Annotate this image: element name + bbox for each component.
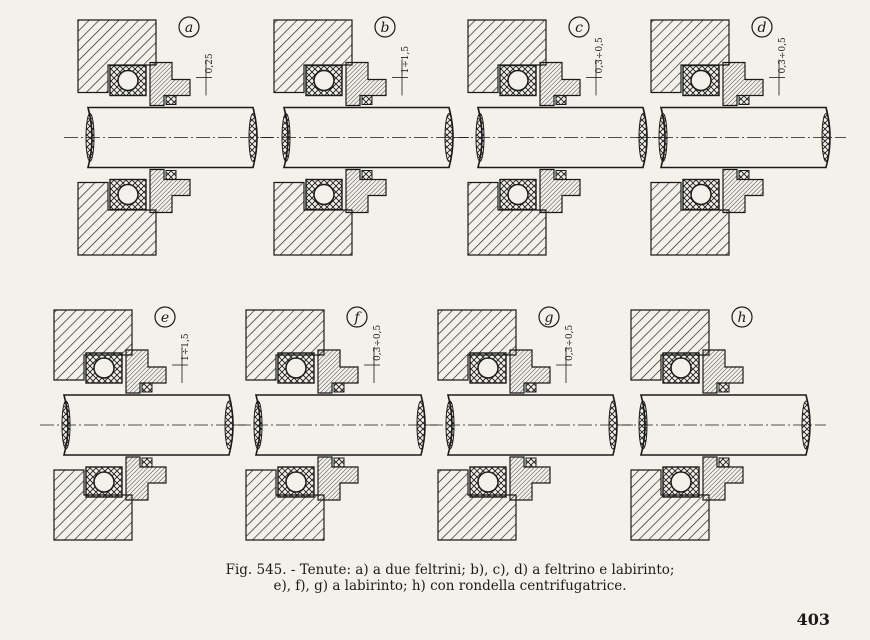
felt-top [333, 382, 345, 393]
bearing-top-ball [285, 357, 307, 379]
bearing-bottom-ball [477, 471, 499, 493]
felt-bottom [361, 170, 373, 180]
panel-e: e 1÷1,5 [40, 306, 249, 541]
felt-bottom [165, 170, 177, 180]
felt-top [361, 95, 373, 105]
seal-cover-bottom [125, 456, 167, 501]
dim-label: 0,3÷0,5 [565, 325, 575, 361]
felt-bottom [718, 457, 730, 468]
bearing-top-ball [117, 69, 139, 92]
panel-letter-circle [568, 16, 590, 38]
seal-cover-top [702, 349, 744, 394]
panel-letter-circle [346, 306, 368, 328]
felt-bottom [555, 170, 567, 180]
panel-letter: g [545, 310, 554, 326]
panel-c: c 0,3÷0,5 [454, 16, 663, 256]
seal-cover-bottom [539, 168, 581, 214]
bearing-bottom-ball [285, 471, 307, 493]
panel-f: f 0,3÷0,5 [232, 306, 441, 541]
seal-drawings-figure: a 0,25 b 1÷1,5 c 0,3÷0,5 d 0,3÷0,5 e 1÷1,5 f 0,3÷0,… [40, 16, 846, 541]
panel-letter: f [353, 310, 362, 326]
felt-top [738, 95, 750, 105]
felt-bottom [525, 457, 537, 468]
seal-cover-bottom [317, 456, 359, 501]
dim-label: 0,25 [205, 53, 215, 73]
caption-line-1: Fig. 545. - Tenute: a) a due feltrini; b… [225, 562, 675, 578]
panel-letter-circle [751, 16, 773, 38]
felt-bottom [738, 170, 750, 180]
panel-letter-circle [154, 306, 176, 328]
panel-letter-circle [374, 16, 396, 38]
housing-top [630, 309, 710, 381]
felt-top [165, 95, 177, 105]
seal-cover-top [722, 61, 764, 107]
felt-top [141, 382, 153, 393]
bearing-bottom-ball [507, 183, 529, 206]
page-number: 403 [796, 610, 830, 629]
seal-cover-bottom [345, 168, 387, 214]
dim-label: 1÷1,5 [181, 333, 191, 361]
bearing-bottom-ball [670, 471, 692, 493]
seal-cover-bottom [702, 456, 744, 501]
panel-letter: a [185, 20, 193, 36]
felt-top [525, 382, 537, 393]
panel-h: h [617, 306, 826, 541]
housing-top [437, 309, 517, 381]
panel-letter: b [381, 20, 390, 36]
panel-d: d 0,3÷0,5 [637, 16, 846, 256]
panel-letter-circle [178, 16, 200, 38]
bearing-bottom-ball [690, 183, 712, 206]
seal-cover-top [509, 349, 551, 394]
housing-top [53, 309, 133, 381]
housing-top [273, 19, 353, 94]
bearing-bottom-ball [117, 183, 139, 206]
bearing-top-ball [690, 69, 712, 92]
bearing-bottom-ball [93, 471, 115, 493]
seal-cover-bottom [722, 168, 764, 214]
caption-line-2: e), f), g) a labirinto; h) con rondella … [273, 578, 627, 594]
seal-cover-bottom [149, 168, 191, 214]
dim-label: 0,3÷0,5 [595, 37, 605, 73]
felt-bottom [333, 457, 345, 468]
bearing-top-ball [507, 69, 529, 92]
felt-top [555, 95, 567, 105]
housing-top [77, 19, 157, 94]
drawings-svg: a 0,25 b 1÷1,5 c 0,3÷0,5 d 0,3÷0,5 e 1÷1,5 f 0,3÷0,… [40, 16, 846, 541]
panel-a: a 0,25 [64, 16, 273, 256]
housing-top [650, 19, 730, 94]
seal-cover-top [345, 61, 387, 107]
figure-caption: Fig. 545. - Tenute: a) a due feltrini; b… [120, 562, 780, 594]
seal-cover-top [317, 349, 359, 394]
panel-letter: e [161, 310, 169, 326]
panel-g: g 0,3÷0,5 [424, 306, 633, 541]
bearing-top-ball [93, 357, 115, 379]
seal-cover-top [149, 61, 191, 107]
dim-label: 0,3÷0,5 [373, 325, 383, 361]
bearing-top-ball [313, 69, 335, 92]
panel-letter: h [737, 310, 746, 326]
bearing-top-ball [477, 357, 499, 379]
felt-top [718, 382, 730, 393]
housing-top [245, 309, 325, 381]
seal-cover-bottom [509, 456, 551, 501]
bearing-top-ball [670, 357, 692, 379]
seal-cover-top [539, 61, 581, 107]
panel-letter-circle [538, 306, 560, 328]
felt-bottom [141, 457, 153, 468]
dim-label: 0,3÷0,5 [778, 37, 788, 73]
panel-b: b 1÷1,5 [260, 16, 469, 256]
seal-cover-top [125, 349, 167, 394]
housing-top [467, 19, 547, 94]
panel-letter-circle [731, 306, 753, 328]
bearing-bottom-ball [313, 183, 335, 206]
panel-letter: c [575, 20, 583, 36]
panel-letter: d [758, 20, 767, 36]
dim-label: 1÷1,5 [401, 46, 411, 74]
